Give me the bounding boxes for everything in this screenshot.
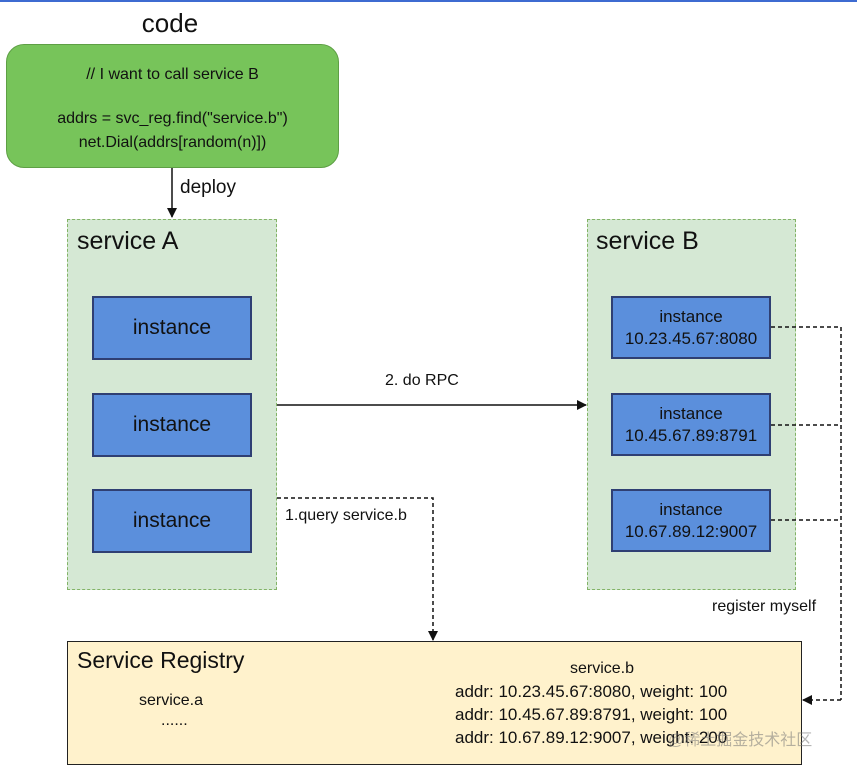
service-b-instance: instance 10.67.89.12:9007 (611, 489, 771, 552)
deploy-label: deploy (180, 177, 236, 198)
register-connectors (771, 326, 842, 705)
code-dial-line: net.Dial(addrs[random(n)]) (78, 134, 267, 151)
service-a-instance: instance (92, 393, 252, 457)
registry-service-b: service.b (570, 660, 635, 677)
service-b-instance: instance 10.45.67.89:8791 (611, 393, 771, 456)
service-a-title: service A (77, 227, 179, 255)
code-find-line: addrs = svc_reg.find("service.b") (57, 110, 288, 127)
instance-address: 10.45.67.89:8791 (624, 425, 758, 445)
code-title: code (141, 8, 199, 38)
register-label: register myself (712, 598, 817, 616)
instance-label: instance (659, 306, 723, 326)
query-label: 1.query service.b (285, 507, 407, 524)
registry-ellipsis: ...... (161, 712, 188, 729)
instance-address: 10.23.45.67:8080 (624, 328, 758, 348)
service-registry (67, 641, 802, 765)
rpc-label: 2. do RPC (385, 372, 459, 389)
instance-address: 10.67.89.12:9007 (624, 521, 758, 541)
watermark: @稀土掘金技术社区 (668, 732, 813, 749)
code-block: // I want to call service B addrs = svc_… (6, 44, 339, 168)
service-a-instance: instance (92, 489, 252, 553)
registry-entry: addr: 10.45.67.89:8791, weight: 100 (455, 705, 728, 724)
instance-label: instance (132, 509, 212, 532)
registry-entries: addr: 10.23.45.67:8080, weight: 100 addr… (455, 680, 727, 749)
registry-entry: addr: 10.23.45.67:8080, weight: 100 (455, 682, 728, 701)
service-b-title: service B (596, 227, 699, 255)
code-comment-line: // I want to call service B (86, 66, 259, 83)
query-arrow (277, 497, 438, 641)
instance-label: instance (659, 403, 723, 423)
registry-service-a: service.a (139, 692, 204, 709)
instance-label: instance (132, 413, 212, 436)
registry-entry: addr: 10.67.89.12:9007, weight: 200 (455, 728, 728, 747)
registry-title: Service Registry (77, 647, 245, 673)
top-border-line (0, 0, 857, 2)
instance-label: instance (659, 499, 723, 519)
service-b-instance: instance 10.23.45.67:8080 (611, 296, 771, 359)
instance-label: instance (132, 316, 212, 339)
service-a-instance: instance (92, 296, 252, 360)
